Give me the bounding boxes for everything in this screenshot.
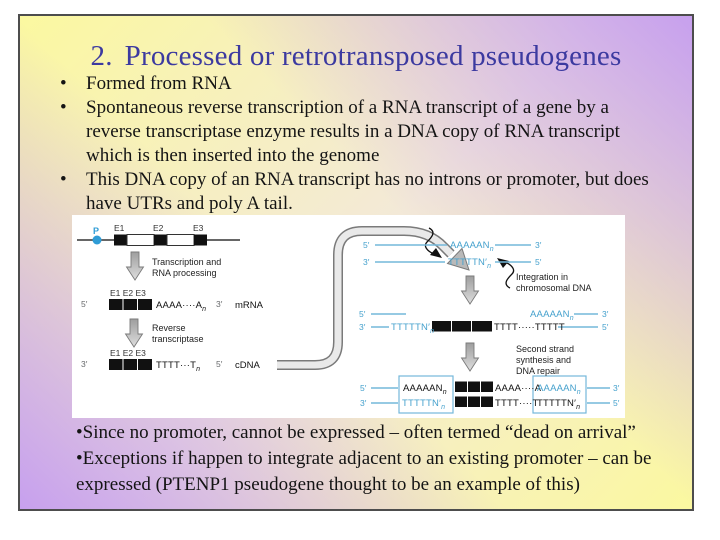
sequence-text: AAAAAN: [450, 240, 490, 251]
sequence-text: AAAAAN: [403, 383, 443, 394]
prime-label: 3′: [81, 359, 88, 369]
note-line: •Exceptions if happen to integrate adjac…: [76, 448, 652, 495]
polyt-sequence: TTTT···Tn: [156, 360, 201, 373]
an-sequence: AAAAANn: [450, 240, 494, 253]
tsd-box: [398, 375, 454, 414]
sequence-subscript: n: [196, 365, 201, 373]
step-label-integration: Integration in chromosomal DNA: [516, 272, 592, 293]
sequence-text: AAAAAN: [530, 309, 570, 320]
prime-label: 5′: [602, 322, 609, 332]
an-sequence: AAAAANn: [530, 309, 574, 322]
bullet-item: • Formed from RNA: [56, 72, 656, 96]
prime-label: 3′: [216, 299, 223, 309]
sequence-text: TTTTTN′: [448, 257, 488, 268]
promoter-dot: [92, 235, 102, 245]
bullet-list: • Formed from RNA • Spontaneous reverse …: [56, 72, 656, 216]
bullet-marker: •: [60, 73, 67, 94]
integration-squiggle-icon: [424, 227, 442, 258]
sequence-text: TTTTTN′: [402, 398, 442, 409]
sequence-subscript: n: [442, 388, 447, 396]
sequence-subscript: n: [430, 327, 435, 335]
down-arrow-icon: [126, 251, 144, 281]
sequence-subscript: n: [489, 245, 494, 253]
prime-label: 3′: [360, 398, 367, 408]
sequence-text: AAAAAN: [537, 383, 577, 394]
bullet-item: • Spontaneous reverse transcription of a…: [56, 96, 656, 168]
tn-sequence: TTTTTN′n: [448, 257, 492, 270]
bullet-item: • This DNA copy of an RNA transcript has…: [56, 168, 656, 216]
prime-label: 3′: [613, 383, 620, 393]
tsd-box: [532, 375, 587, 414]
prime-label: 3′: [359, 322, 366, 332]
exon-row-label: E1 E2 E3: [110, 288, 146, 298]
exon-boxes: [114, 234, 207, 246]
prime-label: 3′: [535, 240, 542, 250]
page-title: 2. Processed or retrotransposed pseudogen…: [20, 40, 692, 73]
sequence-text: AAAA····A: [156, 300, 203, 311]
tn-sequence: TTTTTN′n: [537, 398, 581, 411]
mrna-exon-blocks: [109, 299, 152, 310]
an-sequence: AAAAANn: [403, 383, 447, 396]
sequence-subscript: n: [202, 305, 207, 313]
down-arrow-icon: [461, 275, 479, 305]
integration-squiggle-icon: [497, 258, 515, 289]
prime-label: 5′: [613, 398, 620, 408]
bullet-marker: •: [60, 169, 67, 190]
sequence-text: TTTT···T: [156, 360, 197, 371]
polya-sequence: AAAA····An: [156, 300, 207, 313]
sequence-subscript: n: [487, 262, 492, 270]
exon-label: E2: [153, 223, 164, 233]
promoter-label: P: [93, 226, 100, 236]
bullet-text: This DNA copy of an RNA transcript has n…: [86, 169, 649, 214]
prime-label: 5′: [359, 309, 366, 319]
mrna-label: mRNA: [235, 300, 263, 311]
an-sequence: AAAAANn: [537, 383, 581, 396]
prime-label: 5′: [535, 257, 542, 267]
curved-arrow-icon: [277, 226, 470, 370]
prime-label: 3′: [602, 309, 609, 319]
title-number: 2.: [90, 40, 113, 72]
note-line: •Since no promoter, cannot be expressed …: [76, 422, 636, 443]
bullet-marker: •: [60, 97, 67, 118]
repaired-exon-blocks: [455, 381, 493, 407]
retrotransposition-figure: P E1 E2 E3 Transcription and RNA process…: [72, 215, 625, 418]
sequence-subscript: n: [569, 314, 574, 322]
title-text: Processed or retrotransposed pseudogenes: [124, 40, 622, 72]
step-label-second-strand: Second strand synthesis and DNA repair: [516, 344, 575, 376]
prime-label: 5′: [360, 383, 367, 393]
tn-sequence: TTTTTN′n: [402, 398, 446, 411]
step-label-transcription: Transcription and RNA processing: [152, 257, 222, 278]
exon-row-label: E1 E2 E3: [110, 348, 146, 358]
sequence-subscript: n: [576, 403, 581, 411]
prime-label: 5′: [216, 359, 223, 369]
chromosomal-dna-lines: [371, 244, 610, 404]
prime-label: 5′: [81, 299, 88, 309]
prime-label: 3′: [363, 257, 370, 267]
exon-label: E3: [193, 223, 204, 233]
polyt-sequence: TTTT····T: [495, 398, 539, 409]
cdna-label: cDNA: [235, 360, 260, 371]
cdna-exon-blocks: [109, 359, 152, 370]
integrated-cdna-blocks: [432, 321, 492, 332]
down-arrow-icon: [461, 342, 479, 372]
sequence-subscript: n: [576, 388, 581, 396]
tn-sequence: TTTTTN′n: [391, 322, 435, 335]
bullet-text: Spontaneous reverse transcription of a R…: [86, 97, 620, 166]
sequence-subscript: n: [441, 403, 446, 411]
step-label-reverse-transcriptase: Reverse transcriptase: [152, 323, 204, 344]
sequence-text: TTTTTN′: [537, 398, 577, 409]
notes-box: •Since no promoter, cannot be expressed …: [76, 420, 672, 498]
exon-label: E1: [114, 223, 125, 233]
gap-fill-sequence: TTTT·····TTTTT: [494, 322, 565, 333]
polya-sequence: AAAA····A: [495, 383, 542, 394]
down-arrow-icon: [125, 318, 143, 348]
sequence-text: TTTTTN′: [391, 322, 431, 333]
figure-graphics: [77, 226, 610, 414]
bullet-text: Formed from RNA: [86, 73, 232, 94]
prime-label: 5′: [363, 240, 370, 250]
slide-background: 2. Processed or retrotransposed pseudogen…: [18, 14, 694, 511]
